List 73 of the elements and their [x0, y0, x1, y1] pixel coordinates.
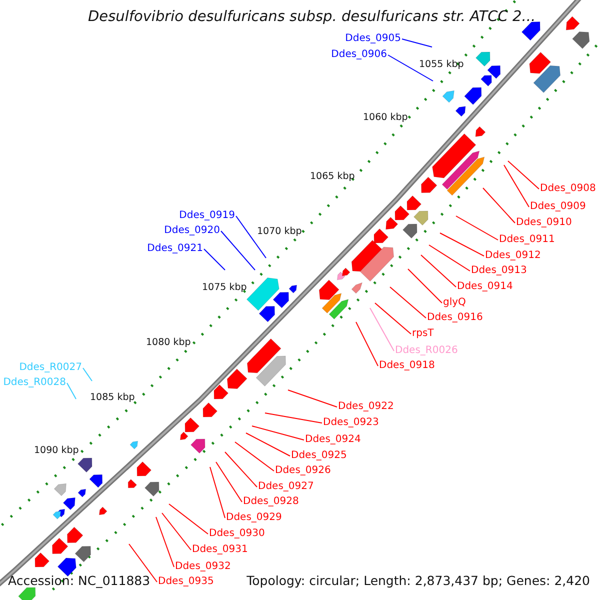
leader-line	[504, 164, 530, 208]
leader-line	[210, 466, 226, 518]
gene-label: Ddes_0931	[192, 545, 248, 555]
leader-line	[204, 248, 226, 270]
gene-label: Ddes_0935	[158, 577, 214, 587]
gene-label: Ddes_0928	[243, 497, 299, 507]
gene-label: Ddes_0919	[179, 211, 235, 221]
scale-label: 1055 kbp	[419, 60, 464, 70]
leader-line	[162, 512, 192, 550]
leader-line	[264, 412, 322, 424]
gene-label: Ddes_0906	[331, 50, 387, 60]
gene-label: Ddes_0914	[457, 282, 513, 292]
gene-label: Ddes_0913	[471, 266, 527, 276]
scale-label: 1085 kbp	[90, 393, 135, 402]
gene-label: Ddes_0925	[291, 451, 347, 461]
leader-line	[236, 216, 266, 258]
gene-label: Ddes_0932	[175, 562, 231, 572]
leader-line	[82, 368, 92, 382]
leader-line	[356, 322, 378, 366]
scale-label: 1080 kbp	[146, 338, 191, 348]
gene-label: Ddes_R0026	[395, 346, 458, 356]
genome-info-text: Topology: circular; Length: 2,873,437 bp; Genes: 2,420	[246, 575, 590, 588]
gene-label: Ddes_0912	[485, 251, 541, 261]
gene-label: rpsT	[412, 329, 434, 339]
gene-label: Ddes_0921	[147, 244, 203, 254]
scale-label: 1065 kbp	[310, 172, 355, 182]
gene-label: Ddes_R0027	[19, 363, 82, 373]
leader-line	[246, 432, 290, 456]
leader-line	[456, 216, 498, 240]
gene-label: Ddes_0920	[164, 226, 220, 236]
leader-line	[156, 516, 174, 568]
accession-text: Accession: NC_011883	[8, 575, 150, 588]
gene-label: Ddes_0923	[323, 418, 379, 428]
gene-label: Ddes_0930	[209, 529, 265, 539]
leader-line	[482, 188, 516, 224]
gene-label: Ddes_0910	[516, 218, 572, 228]
leader-line	[390, 286, 426, 318]
leader-line	[288, 390, 338, 408]
leader-line	[440, 232, 484, 256]
leader-line	[420, 254, 456, 288]
scale-label: 1090 kbp	[34, 446, 79, 456]
gene-label: Ddes_0927	[258, 482, 314, 492]
leader-line	[168, 504, 208, 534]
gene-label: Ddes_0922	[338, 402, 394, 412]
gene-label: Ddes_0911	[499, 235, 555, 245]
title: Desulfovibrio desulfuricans subsp. desulfuricans str. ATCC 2...	[88, 10, 536, 24]
gene-label: Ddes_0924	[305, 435, 361, 445]
scale-label: 1070 kbp	[257, 227, 302, 236]
leader-line	[234, 442, 274, 472]
leader-line	[408, 268, 442, 304]
gene-label: Ddes_0926	[275, 466, 331, 476]
leader-line	[216, 462, 242, 502]
gene-label: Ddes_0905	[345, 34, 401, 44]
leader-line	[402, 38, 432, 48]
gene-label: Ddes_0929	[226, 513, 282, 523]
gene-label: Ddes_0908	[540, 184, 596, 194]
gene-label: Ddes_0916	[427, 313, 483, 323]
gene-label: Ddes_0918	[379, 361, 435, 371]
leader-line	[508, 160, 540, 190]
leader-line	[128, 544, 158, 582]
leader-line	[66, 382, 76, 400]
leader-line	[252, 426, 304, 440]
leader-line	[224, 452, 258, 488]
gene-label: Ddes_R0028	[3, 378, 66, 388]
gene-label: Ddes_0909	[530, 202, 586, 212]
gene-label: glyQ	[443, 298, 466, 308]
leader-line	[388, 54, 434, 82]
scale-label: 1075 kbp	[202, 283, 247, 292]
leader-line	[370, 308, 394, 352]
leader-line	[428, 244, 470, 272]
leader-line	[220, 230, 256, 270]
scale-label: 1060 kbp	[363, 113, 408, 122]
leader-line	[374, 302, 412, 334]
